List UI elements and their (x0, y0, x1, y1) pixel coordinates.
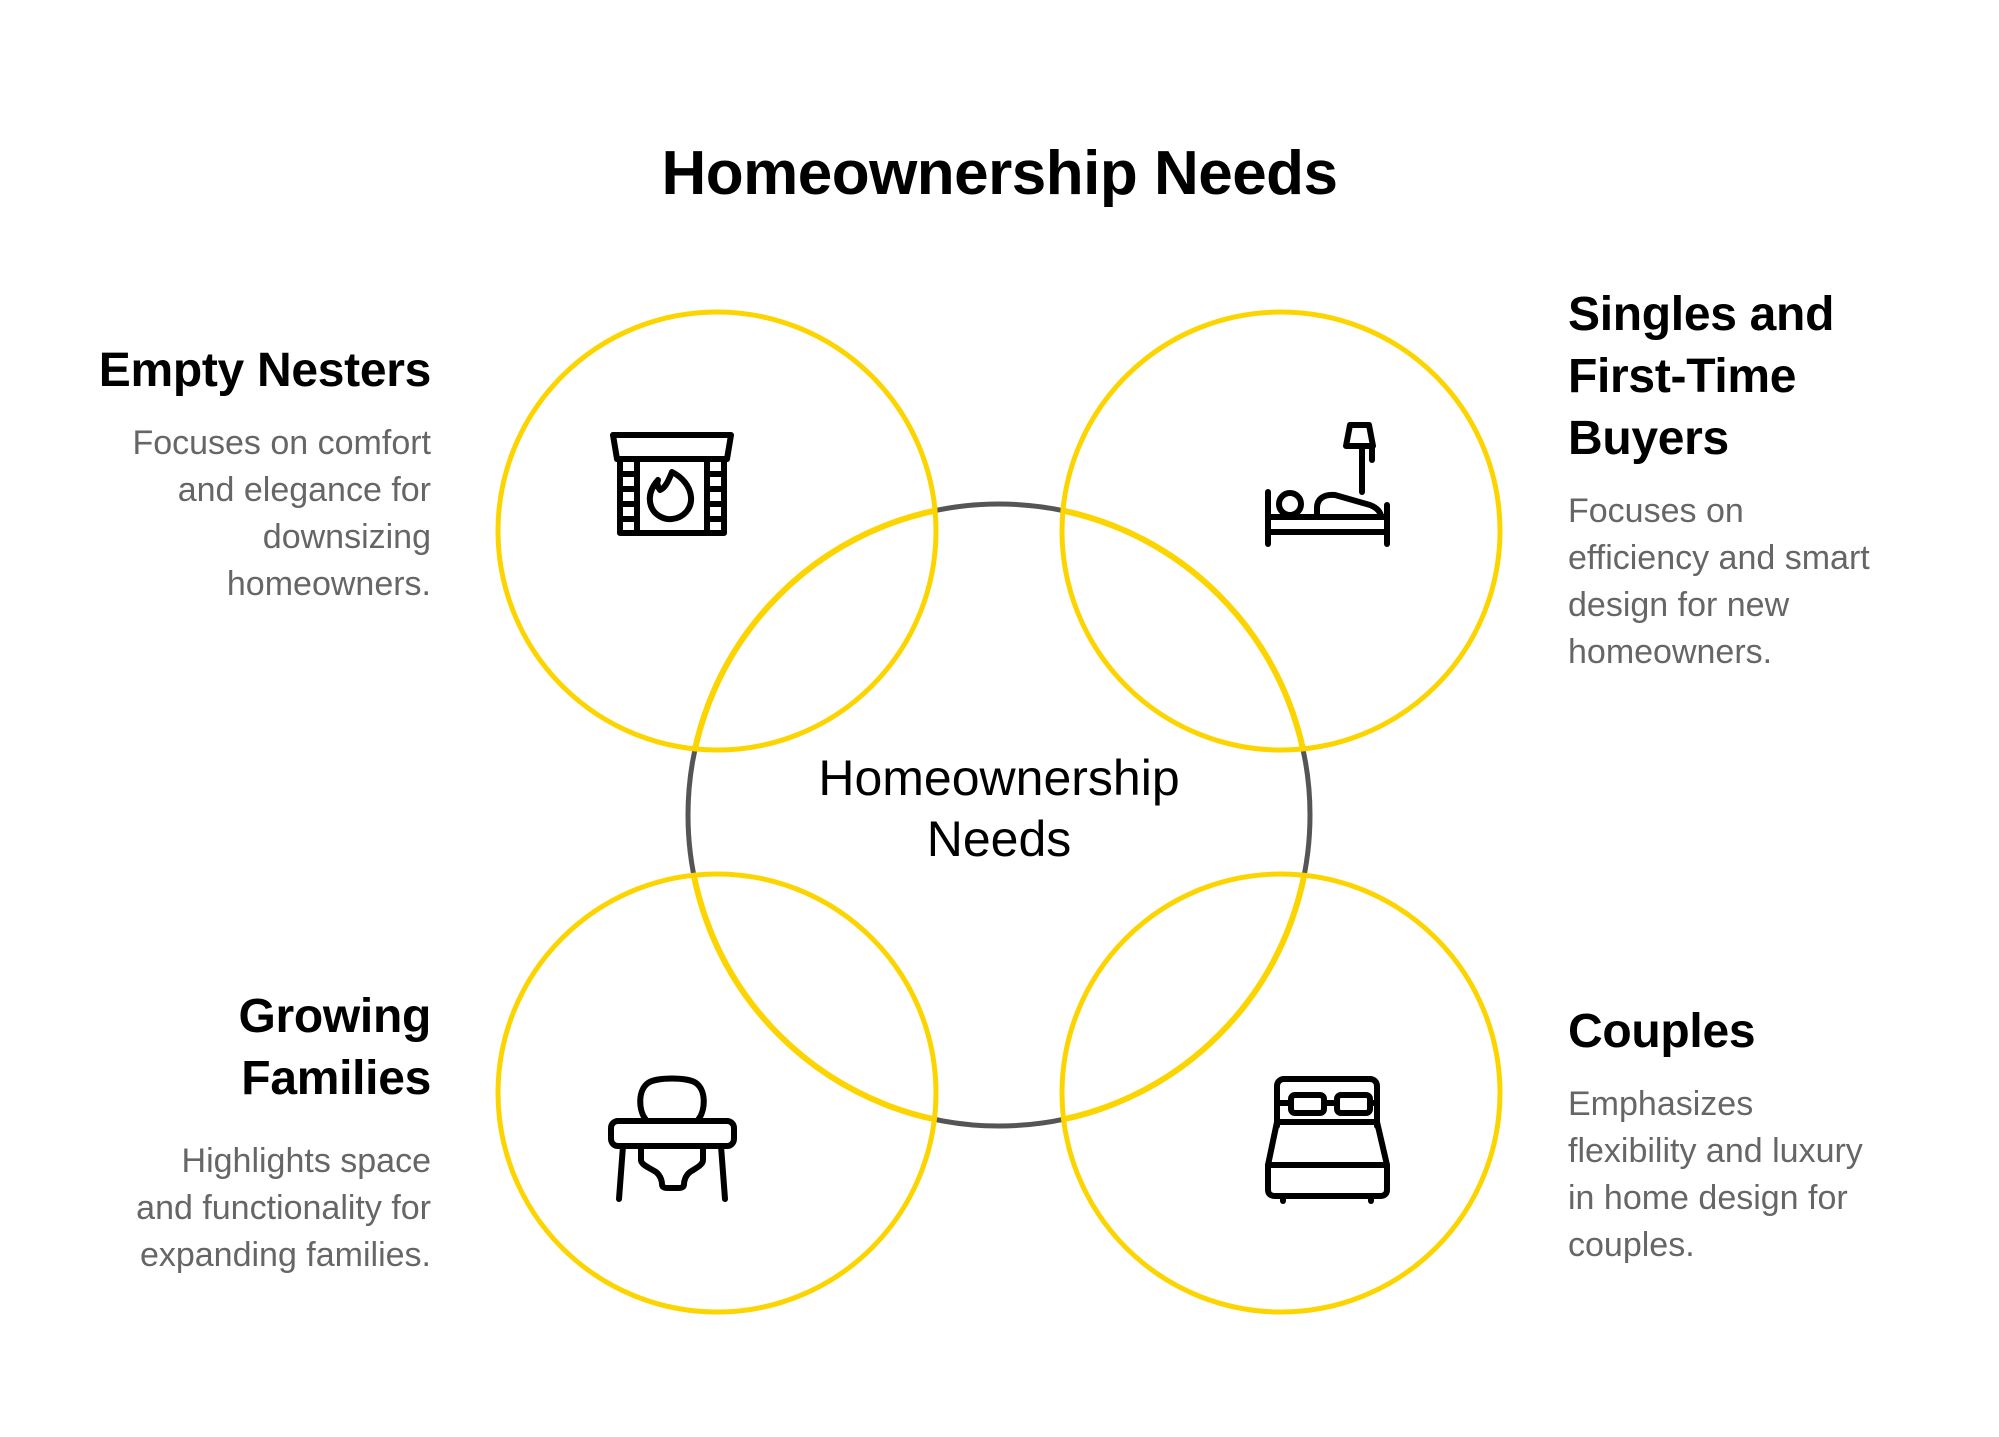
segment-description-line: homeowners. (226, 565, 431, 603)
segment-description-line: Focuses on (1568, 492, 1744, 530)
segment-growing-families: Growing Families Highlights space and fu… (31, 986, 431, 1279)
circle-couples (1059, 871, 1503, 1315)
center-circle (685, 501, 1313, 1129)
segment-description-line: homeowners. (1568, 633, 1773, 671)
segment-heading: Empty Nesters (98, 344, 432, 397)
segment-description-line: flexibility and luxury (1568, 1132, 1863, 1170)
circle-singles-first-time-buyers (1059, 309, 1503, 753)
circle-growing-families (495, 871, 939, 1315)
segment-description-line: in home design for (1568, 1179, 1848, 1217)
segment-description-line: downsizing (262, 518, 431, 556)
segment-description-line: Emphasizes (1568, 1085, 1754, 1123)
center-label-line1: Homeownership (818, 750, 1180, 806)
segment-description-line: design for new (1568, 586, 1790, 624)
segment-description-line: expanding families. (139, 1236, 431, 1274)
fireplace-icon (610, 432, 734, 536)
segment-heading: Couples (1568, 1005, 1756, 1058)
segment-description-line: and elegance for (177, 471, 431, 509)
segment-empty-nesters: Empty Nesters Focuses on comfort and ele… (31, 340, 432, 608)
segment-description-line: and functionality for (136, 1189, 431, 1227)
segment-heading: Buyers (1568, 412, 1729, 465)
segment-singles-first-time-buyers: Singles and First-Time Buyers Focuses on… (1568, 284, 1968, 676)
circle-empty-nesters (495, 309, 939, 753)
segment-heading: Singles and (1568, 288, 1835, 341)
segment-heading: Growing (238, 990, 431, 1043)
segment-couples: Couples Emphasizes flexibility and luxur… (1568, 1001, 1968, 1269)
segment-description-line: Focuses on comfort (132, 424, 431, 462)
segment-heading: Families (241, 1052, 431, 1105)
segment-description-line: efficiency and smart (1568, 539, 1870, 577)
high-chair-icon (608, 1075, 737, 1202)
segment-description-line: couples. (1568, 1226, 1695, 1264)
segment-description-line: Highlights space (181, 1142, 431, 1180)
person-sleeping-bed-lamp-icon (1265, 422, 1390, 547)
page-title: Homeownership Needs (661, 139, 1338, 208)
segment-heading: First-Time (1568, 350, 1797, 403)
center-label-line2: Needs (926, 811, 1072, 867)
center-label: Homeownership Needs (749, 748, 1249, 870)
double-bed-icon (1265, 1076, 1390, 1204)
